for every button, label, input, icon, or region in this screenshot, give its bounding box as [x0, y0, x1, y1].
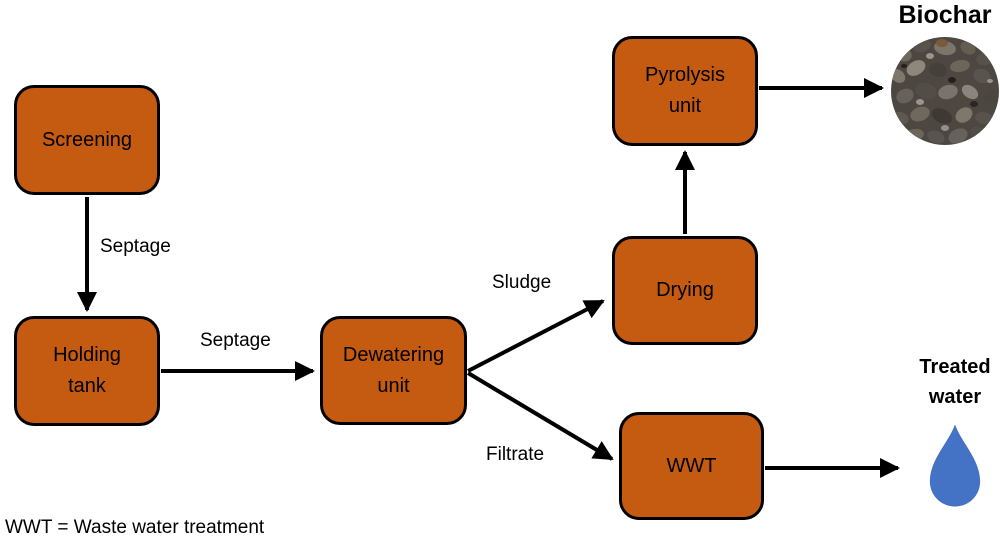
- screening-box: Screening: [14, 85, 160, 195]
- water-drop-icon: [929, 424, 981, 507]
- wwt-box: WWT: [619, 412, 764, 520]
- filtrate-label: Filtrate: [486, 444, 545, 465]
- dewatering-unit-box: Dewatering unit: [320, 316, 467, 425]
- dewatering-unit-label: Dewatering unit: [342, 343, 445, 397]
- drying-box: Drying: [612, 236, 758, 345]
- holding-tank-box: Holding tank: [14, 316, 160, 426]
- biochar-image: [891, 37, 999, 145]
- pyrolysis-unit-label: Pyrolysis unit: [644, 64, 725, 117]
- wwt-label: WWT: [666, 454, 717, 477]
- pyrolysis-unit-box: Pyrolysis unit: [612, 36, 758, 146]
- treated-water-title: Treated water: [919, 356, 991, 408]
- drying-label: Drying: [656, 279, 714, 301]
- septage-label-1: Septage: [100, 236, 171, 257]
- biochar-title: Biochar: [898, 1, 992, 29]
- holding-tank-label: Holding tank: [53, 344, 121, 397]
- water-drop-shape: [929, 424, 981, 507]
- arrow-dewatering-to-drying: [467, 299, 605, 373]
- sludge-label: Sludge: [492, 272, 552, 293]
- legend-text: WWT = Waste water treatment: [5, 517, 265, 538]
- septage-label-2: Septage: [200, 330, 271, 351]
- screening-label: Screening: [41, 128, 133, 151]
